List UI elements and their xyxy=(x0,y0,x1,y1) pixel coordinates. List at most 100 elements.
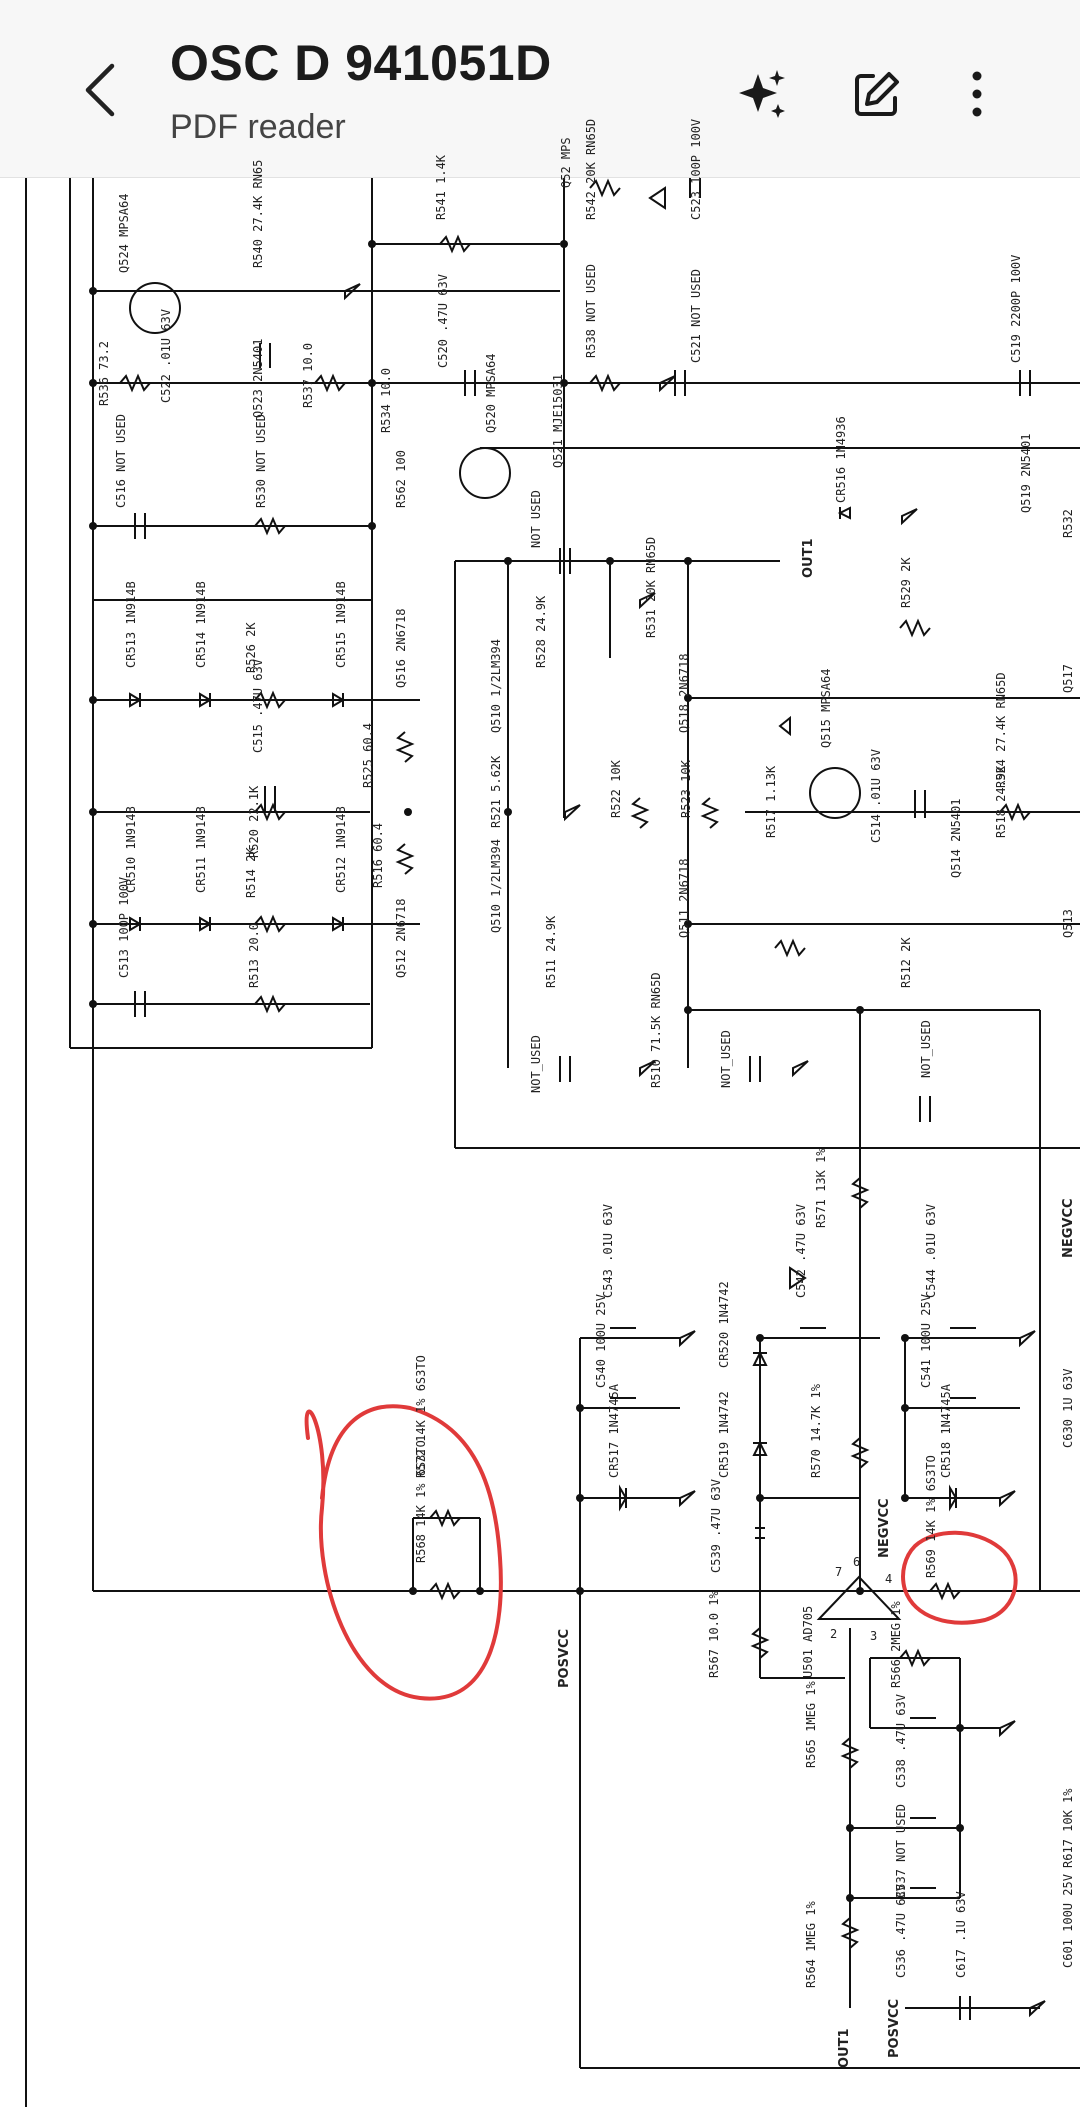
label-r567: R567 10.0 1% xyxy=(707,1591,721,1678)
label-q520: Q520 MPSA64 xyxy=(484,354,498,433)
label-r529: R529 2K xyxy=(899,557,913,608)
label-c617: C617 .1U 63V xyxy=(954,1891,968,1978)
label-q513: Q513 xyxy=(1061,909,1075,938)
label-q523: Q523 2N5401 xyxy=(251,339,265,418)
label-c519: C519 2200P 100V xyxy=(1009,255,1023,363)
label-cr518: CR518 1N4745A xyxy=(939,1383,953,1478)
label-q510a: Q510 1/2LM394 xyxy=(489,639,503,733)
label-r511: R511 24.9K xyxy=(544,915,558,988)
more-vertical-icon xyxy=(972,71,982,117)
label-cr516: CR516 1N4936 xyxy=(834,416,848,503)
label-r542: R542 20K RN65D xyxy=(584,119,598,220)
label-q521: Q521 MJE15031 xyxy=(551,374,565,468)
label-r521: R521 5.62K xyxy=(489,755,503,828)
label-r512: R512 2K xyxy=(899,937,913,988)
label-pin7: 7 xyxy=(835,1565,842,1579)
label-nu2: NOT_USED xyxy=(529,1035,543,1093)
label-c539: C539 .47U 63V xyxy=(709,1479,723,1573)
edit-icon xyxy=(855,72,899,116)
label-c514: C514 .01U 63V xyxy=(869,749,883,843)
label-q514: Q514 2N5401 xyxy=(949,799,963,878)
label-r617: R617 10K 1% xyxy=(1061,1788,1075,1868)
label-r537: R537 10.0 xyxy=(301,343,315,408)
label-r525: R525 60.4 xyxy=(361,723,375,788)
label-r541: R541 1.4K xyxy=(434,154,448,220)
red-annotation-circle-left xyxy=(304,1404,503,1701)
label-negvcc1: NEGVCC xyxy=(1061,1198,1076,1258)
label-c544: C544 .01U 63V xyxy=(924,1204,938,1298)
label-pin2: 2 xyxy=(830,1627,837,1641)
junction-dots xyxy=(89,240,964,1902)
label-r564: R564 1MEG 1% xyxy=(804,1901,818,1988)
label-r513: R513 20.0 xyxy=(247,923,261,988)
app-bar: OSC D 941051D PDF reader xyxy=(0,0,1080,178)
label-r540: R540 27.4K RN65 xyxy=(251,160,265,268)
label-c541: C541 100U 25V xyxy=(919,1294,933,1388)
label-r524: R524 27.4K RN65D xyxy=(994,672,1008,788)
label-c540: C540 100U 25V xyxy=(594,1294,608,1388)
label-c515: C515 .47U 63V xyxy=(251,659,265,753)
label-r571: R571 13K 1% xyxy=(814,1148,828,1228)
more-options-button[interactable] xyxy=(945,62,1009,126)
label-r565: R565 1MEG 1% xyxy=(804,1681,818,1768)
label-pin6: 6 xyxy=(853,1555,860,1569)
label-nu3: NOT_USED xyxy=(719,1030,733,1088)
label-out1b: OUT1 xyxy=(837,2028,852,2068)
label-r528: R528 24.9K xyxy=(534,595,548,668)
component-symbols xyxy=(119,178,1046,2020)
label-nu4: NOT_USED xyxy=(919,1020,933,1078)
app-subtitle: PDF reader xyxy=(170,108,346,146)
label-r514: R514 2K xyxy=(244,847,258,898)
label-c523: C523 100P 100V xyxy=(689,119,703,220)
label-r570: R570 14.7K 1% xyxy=(809,1383,823,1478)
label-pin3: 3 xyxy=(870,1629,877,1643)
label-r572: R572 14K 1% 6S3TO xyxy=(414,1355,428,1478)
label-q510b: Q510 1/2LM394 xyxy=(489,839,503,933)
label-r531: R531 20K RN65D xyxy=(644,537,658,638)
label-negvcc2: NEGVCC xyxy=(877,1498,892,1558)
back-button[interactable] xyxy=(72,58,128,122)
label-c537: C537 NOT USED xyxy=(894,1804,908,1898)
label-r569: R569 14K 1% 6S3TO xyxy=(924,1455,938,1578)
wires xyxy=(25,178,1080,2107)
edit-button[interactable] xyxy=(845,62,909,126)
label-r566: R566 2MEG 1% xyxy=(889,1601,903,1688)
label-r520: R520 22.1K xyxy=(247,785,261,858)
label-q511: Q511 2N6718 xyxy=(677,859,691,938)
label-r536: R536 73.2 xyxy=(97,341,111,406)
label-c538: C538 .47U 63V xyxy=(894,1694,908,1788)
label-cr510: CR510 1N914B xyxy=(124,806,138,893)
label-c513: C513 100P 100V xyxy=(117,877,131,978)
label-posvcc2: POSVCC xyxy=(887,1999,902,2058)
label-pin4: 4 xyxy=(885,1572,892,1586)
label-r516: R516 60.4 xyxy=(371,823,385,888)
label-cr520: CR520 1N4742 xyxy=(717,1281,731,1368)
label-c516: C516 NOT USED xyxy=(114,414,128,508)
label-r534: R534 10.0 xyxy=(379,368,393,433)
label-r568: R568 14K 1% 6S3TO xyxy=(414,1440,428,1563)
ai-assist-button[interactable] xyxy=(730,62,794,126)
label-r530: R530 NOT USED xyxy=(254,414,268,508)
label-c536: C536 .47U 63V xyxy=(894,1884,908,1978)
label-r517: R517 1.13K xyxy=(764,765,778,838)
label-r523: R523 10K xyxy=(679,759,693,818)
label-out1a: OUT1 xyxy=(801,538,816,578)
sparkles-icon xyxy=(739,70,785,118)
label-r538: R538 NOT USED xyxy=(584,264,598,358)
label-cr513: CR513 1N914B xyxy=(124,581,138,668)
label-c601: C601 100U 25V xyxy=(1061,1874,1075,1968)
label-u501: U501 AD705 xyxy=(801,1606,815,1678)
label-r522: R522 10K xyxy=(609,759,623,818)
label-q512: Q512 2N6718 xyxy=(394,899,408,978)
label-cr514: CR514 1N914B xyxy=(194,581,208,668)
label-r510: R510 71.5K RN65D xyxy=(649,972,663,1088)
label-c520: C520 .47U 63V xyxy=(436,274,450,368)
label-cr519: CR519 1N4742 xyxy=(717,1391,731,1478)
label-q518: Q518 2N6718 xyxy=(677,654,691,733)
label-r526: R526 2K xyxy=(244,622,258,673)
label-q522: Q52 MPS xyxy=(559,137,573,188)
label-c543: C543 .01U 63V xyxy=(601,1204,615,1298)
label-q517: Q517 xyxy=(1061,664,1075,693)
